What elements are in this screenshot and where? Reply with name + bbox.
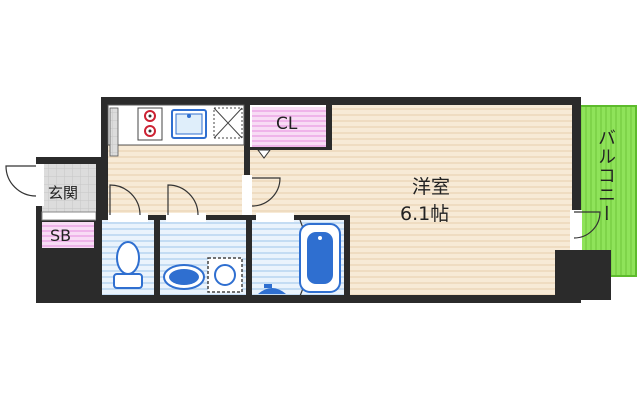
entry-step xyxy=(41,211,97,221)
closet-marker xyxy=(257,149,271,159)
door-gap xyxy=(242,175,252,215)
door-swing xyxy=(251,177,281,207)
partition-wall xyxy=(250,147,332,150)
entrance-label: 玄関 xyxy=(48,184,79,202)
washbasin-icon xyxy=(163,264,205,290)
door-swing xyxy=(167,184,199,216)
partition-wall xyxy=(244,105,250,175)
door-swing xyxy=(573,211,601,239)
corner-column xyxy=(555,250,611,300)
balcony-door-gap xyxy=(570,210,582,250)
bathtub-icon xyxy=(299,223,341,293)
partition-wall xyxy=(98,215,348,220)
entry-door-gap xyxy=(34,164,44,206)
door-gap xyxy=(166,213,206,222)
hall-floor xyxy=(250,150,332,215)
washer-icon xyxy=(207,257,243,293)
partition-wall xyxy=(344,215,350,297)
partition-wall xyxy=(326,105,332,150)
partition-wall xyxy=(96,164,102,297)
shoebox xyxy=(42,222,94,248)
closet-label: CL xyxy=(276,114,298,134)
sink-icon xyxy=(171,109,207,139)
main-room-name: 洋室 xyxy=(412,176,451,198)
door-swing xyxy=(109,184,141,216)
partition-wall xyxy=(246,215,252,297)
door-swing xyxy=(5,165,37,197)
door-gap xyxy=(256,213,294,222)
main-room-floor xyxy=(332,105,572,295)
shoebox-label: SB xyxy=(50,226,72,245)
partition-wall xyxy=(154,215,160,297)
door-gap xyxy=(108,213,148,222)
closet xyxy=(252,107,330,147)
main-room-size: 6.1帖 xyxy=(400,203,450,225)
balcony xyxy=(571,105,637,277)
toilet-icon xyxy=(113,241,143,289)
shower-icon xyxy=(258,284,286,294)
entrance-floor xyxy=(42,164,96,212)
fridge-space-icon xyxy=(213,107,243,139)
balcony-label: バルコニー xyxy=(595,128,616,223)
kitchen-vent xyxy=(109,107,119,157)
stove-icon xyxy=(137,107,163,141)
